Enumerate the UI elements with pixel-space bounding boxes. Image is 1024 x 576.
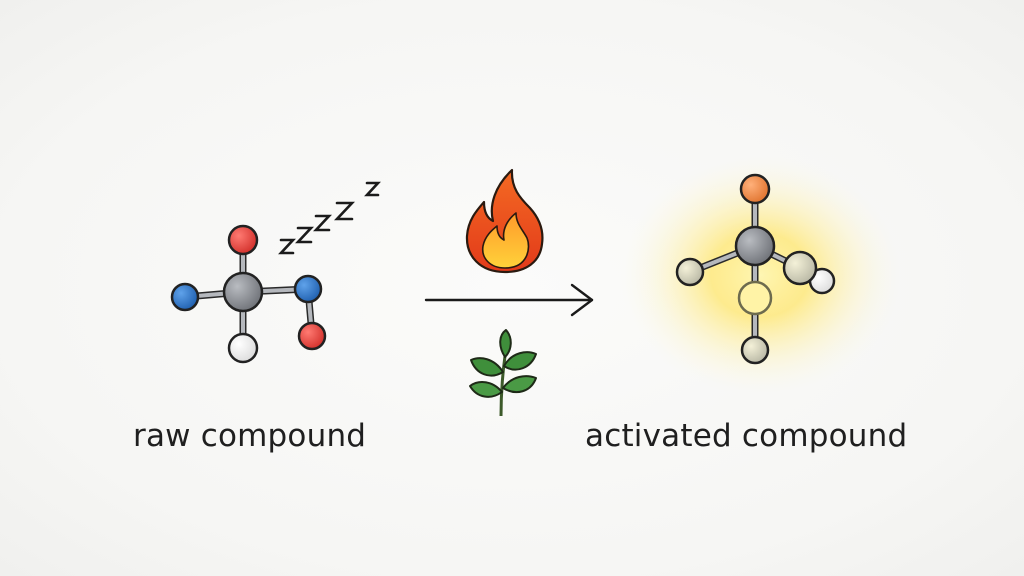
raw-compound-label: raw compound: [133, 418, 367, 454]
activated-compound-molecule: [620, 155, 900, 395]
activation-glow: [620, 155, 900, 395]
hydrogen-atom: [227, 332, 259, 364]
sleep-zzz-icon: [278, 181, 381, 255]
flame-icon: [465, 168, 544, 274]
hydrogen-atom: [675, 257, 705, 287]
carbon-atom: [782, 250, 818, 286]
oxygen-atom: [227, 224, 259, 256]
activated-compound-label: activated compound: [585, 418, 908, 454]
oxygen-atom: [739, 173, 771, 205]
nitrogen-atom: [293, 274, 323, 304]
activated-atom: [737, 280, 773, 316]
carbon-atom: [734, 225, 776, 267]
carbon-atom: [222, 271, 264, 313]
raw-compound-molecule: [170, 224, 327, 364]
carbon-atom: [740, 335, 770, 365]
nitrogen-atom: [170, 282, 200, 312]
plant-sprig-icon: [469, 329, 537, 417]
oxygen-atom: [297, 321, 327, 351]
arrow-right: [424, 283, 594, 317]
